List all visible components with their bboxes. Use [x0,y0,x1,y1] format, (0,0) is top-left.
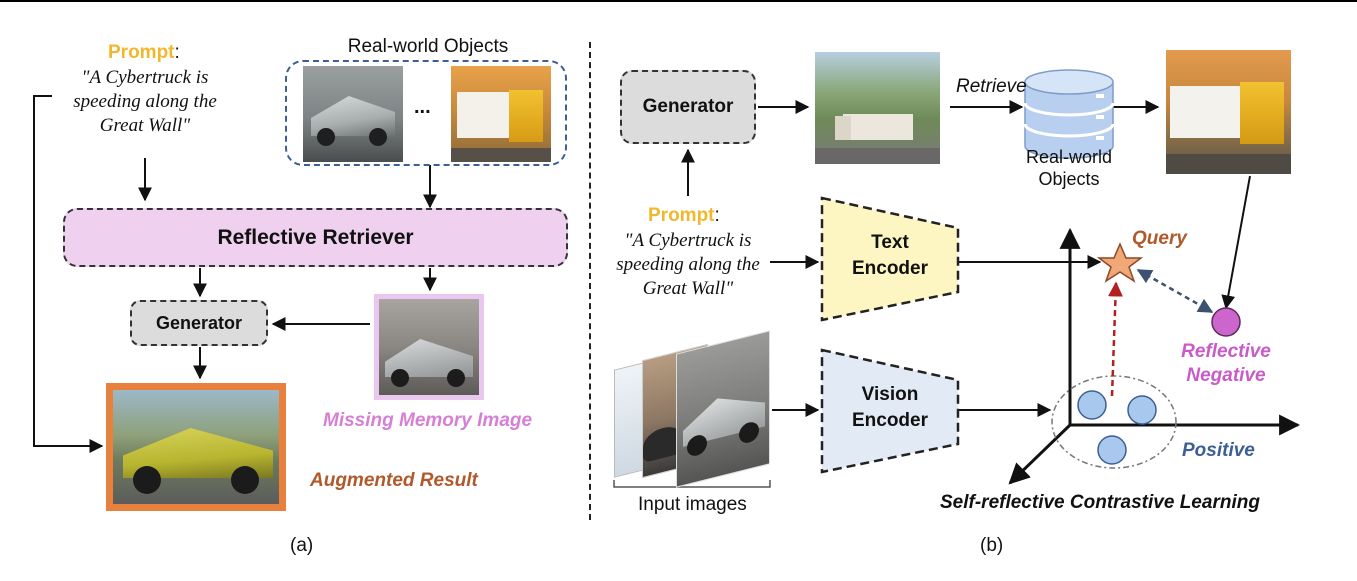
text-encoder-label: Text Encoder [830,230,950,282]
panel-divider [589,42,591,520]
star-icon [1096,242,1144,283]
vision-encoder-line: Vision [861,384,919,405]
arrow-positive-to-query [1108,281,1124,397]
prompt-text-b: "A Cybertruck is speeding along the Grea… [600,229,776,301]
vision-encoder-line: Encoder [851,410,929,431]
text-encoder-line: Encoder [851,258,929,279]
ellipsis: ... [414,96,431,118]
generator-box-a: Generator [130,300,268,346]
query-label: Query [1132,228,1187,249]
retrieved-image [1166,50,1291,174]
missing-memory-image [374,294,484,400]
prompt-line: "A Cybertruck is [81,67,209,88]
vision-encoder-shape [820,348,960,474]
input-images-label: Input images [638,494,747,515]
database-label-line: Objects [1038,169,1100,189]
prompt-heading-a: Prompt: [108,42,180,64]
augmented-result-label: Augmented Result [310,470,478,491]
real-world-objects-title: Real-world Objects [347,36,509,57]
database-icon [1023,69,1115,159]
positive-dot [1097,435,1127,465]
generated-image [815,52,940,164]
prompt-label: Prompt [648,205,715,226]
caption-b: (b) [980,535,1004,556]
prompt-heading-b: Prompt: [648,205,720,227]
prompt-colon: : [174,42,180,63]
prompt-line: Great Wall" [99,115,191,136]
generator-box-b: Generator [620,70,756,144]
positive-dot [1077,390,1107,420]
prompt-line: "A Cybertruck is [624,230,752,251]
reflective-negative-line: Reflective [1181,341,1271,362]
axis-z [1008,423,1072,485]
augmented-result-image [106,383,286,511]
positive-cluster [1051,375,1177,469]
prompt-colon: : [714,205,720,226]
text-encoder-line: Text [871,232,909,253]
retrieve-label: Retrieve [956,76,1027,97]
prompt-line: speeding along the [73,91,217,112]
contrastive-learning-label: Self-reflective Contrastive Learning [940,492,1260,513]
reflective-negative-label: Reflective Negative [1166,340,1286,388]
truck-object-image [451,66,551,162]
prompt-label: Prompt [108,42,175,63]
top-rule [0,0,1357,2]
reflective-negative-line: Negative [1186,365,1266,386]
database-label: Real-world Objects [1010,146,1128,190]
vision-encoder-label: Vision Encoder [830,382,950,434]
text-encoder-shape [820,196,960,322]
prompt-text-a: "A Cybertruck is speeding along the Grea… [40,66,250,138]
arrow-prompt-to-result [33,95,104,453]
arrow-query-negative [1136,268,1214,314]
reflective-retriever-box: Reflective Retriever [63,208,568,267]
arrow-result-to-negative [1221,175,1251,310]
database-label-line: Real-world [1025,147,1113,167]
input-image-front [676,330,770,488]
input-images-bracket [613,480,771,488]
real-world-objects-group [285,60,567,166]
negative-dot [1211,307,1241,337]
prompt-line: Great Wall" [642,278,734,299]
positive-label: Positive [1182,440,1255,461]
caption-a: (a) [290,535,314,556]
missing-memory-label: Missing Memory Image [323,410,533,431]
prompt-line: speeding along the [616,254,760,275]
positive-dot [1127,395,1157,425]
cybertruck-object-image [303,66,403,162]
